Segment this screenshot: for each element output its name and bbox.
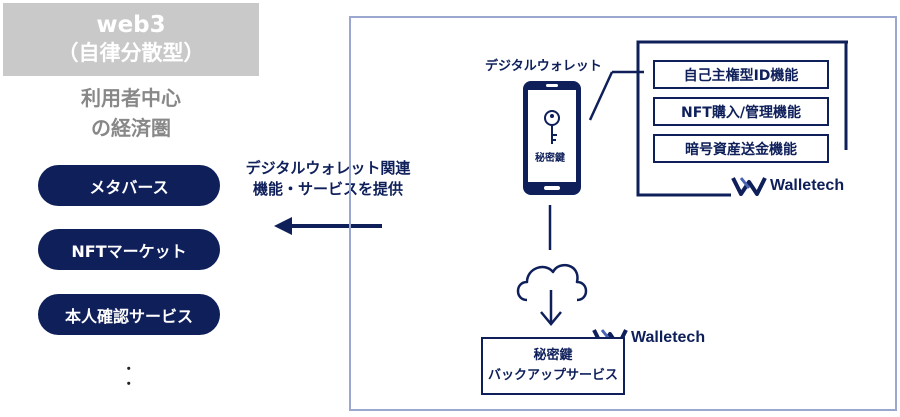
- feature-crypto-transfer: 暗号資産送金機能: [653, 134, 829, 163]
- feature-nft-management: NFT購入/管理機能: [653, 97, 829, 126]
- web3-subtitle: （自律分散型）: [57, 41, 205, 65]
- feature-self-sovereign-id: 自己主権型ID機能: [653, 60, 829, 89]
- ellipsis-dot-1: ･: [125, 360, 133, 378]
- service-metaverse: メタバース: [38, 165, 220, 206]
- walletech-name: Walletech: [631, 329, 706, 346]
- backup-line1: 秘密鍵: [533, 348, 573, 363]
- feature-frame: [636, 40, 848, 197]
- arrow-caption-line2: 機能・サービスを提供: [252, 180, 403, 198]
- key-caption: 秘密鍵: [535, 153, 565, 164]
- walletech-name: Walletech: [770, 177, 845, 194]
- service-identity-verification: 本人確認サービス: [38, 294, 220, 335]
- walletech-panel: [349, 16, 897, 411]
- cloud-download-icon: [516, 263, 588, 326]
- backup-line2: バックアップサービス: [487, 368, 618, 383]
- walletech-logo-top: Walletech: [731, 176, 844, 196]
- arrow-caption: デジタルウォレット関連 機能・サービスを提供: [238, 158, 418, 200]
- web3-header: web3 （自律分散型）: [3, 3, 259, 76]
- wallet-label: デジタルウォレット: [485, 59, 602, 74]
- arrow-caption-line1: デジタルウォレット関連: [245, 159, 411, 177]
- smartphone-icon: [523, 81, 581, 195]
- vertical-connector-line: [548, 205, 552, 250]
- user-centric-line2: の経済圏: [91, 116, 171, 140]
- walletech-mark-icon: [731, 177, 767, 196]
- user-centric-line1: 利用者中心: [81, 86, 181, 110]
- left-arrow-icon: [274, 217, 382, 235]
- key-backup-service: 秘密鍵 バックアップサービス: [481, 337, 625, 395]
- ellipsis-dot-2: ･: [125, 375, 133, 393]
- service-nft-market: NFTマーケット: [38, 229, 220, 270]
- web3-title: web3: [96, 12, 166, 38]
